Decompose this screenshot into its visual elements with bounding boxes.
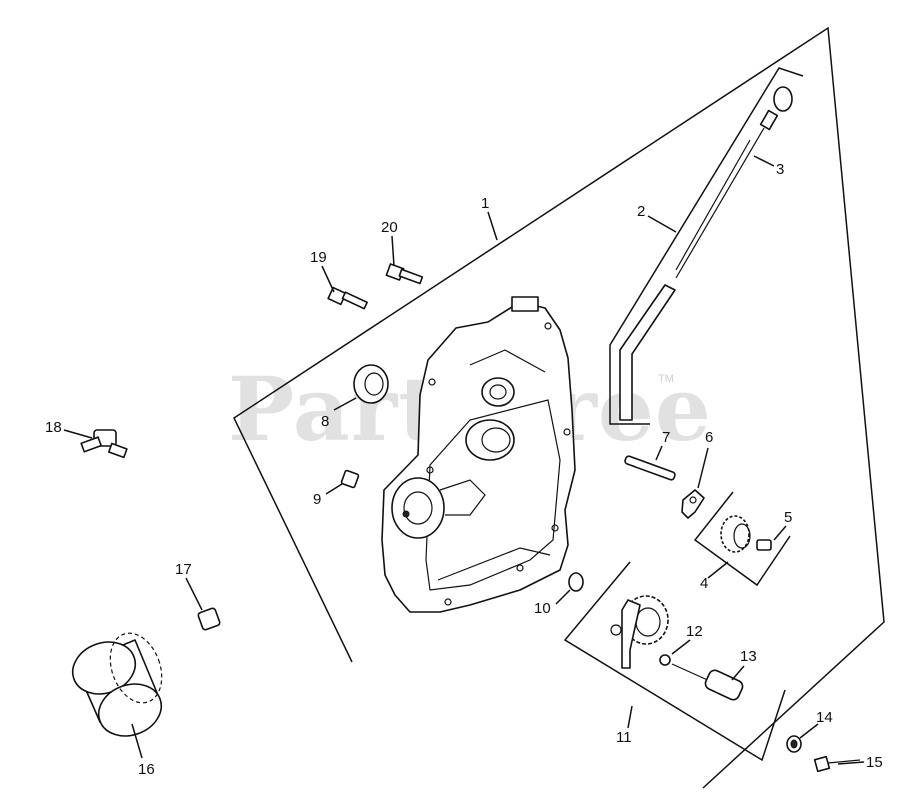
gear xyxy=(720,515,751,553)
oil-filter xyxy=(71,632,163,737)
bracket-6 xyxy=(681,489,705,519)
elbow-fitting xyxy=(80,429,128,459)
oil-pump xyxy=(610,595,669,669)
callout-9: 9 xyxy=(313,491,321,508)
callout-13: 13 xyxy=(740,648,757,665)
callout-17: 17 xyxy=(175,561,192,578)
screw-20 xyxy=(385,263,424,285)
oil-seal xyxy=(353,364,389,404)
callout-18: 18 xyxy=(45,419,62,436)
callout-10: 10 xyxy=(534,600,551,617)
gear-boundary xyxy=(693,491,791,587)
callout-16: 16 xyxy=(138,761,155,778)
callout-11: 11 xyxy=(616,729,632,746)
assembly-boundary xyxy=(233,26,885,789)
callout-19: 19 xyxy=(310,249,327,266)
dipstick xyxy=(675,86,793,279)
screw-15 xyxy=(813,755,861,773)
watermark-trademark: TM xyxy=(658,373,674,385)
callout-1: 1 xyxy=(481,195,489,212)
washer-14 xyxy=(786,735,802,753)
pin xyxy=(624,455,676,481)
dipstick-tube xyxy=(619,139,751,421)
dipstick-boundary xyxy=(609,67,804,425)
pump-rotor xyxy=(671,663,744,701)
callout-5: 5 xyxy=(784,509,792,526)
callout-12: 12 xyxy=(686,623,703,640)
callout-20: 20 xyxy=(381,219,398,236)
callout-15: 15 xyxy=(866,754,883,771)
screw-19 xyxy=(327,286,368,310)
oil-pump-boundary xyxy=(563,561,786,762)
callout-14: 14 xyxy=(816,709,833,726)
o-ring xyxy=(568,572,584,592)
gear-shaft xyxy=(756,539,772,551)
leader-lines xyxy=(63,155,865,765)
callout-2: 2 xyxy=(637,203,645,220)
callout-7: 7 xyxy=(662,429,670,446)
callout-6: 6 xyxy=(705,429,713,446)
plug-17 xyxy=(197,607,221,631)
crankcase-cover xyxy=(381,296,576,613)
callout-4: 4 xyxy=(700,575,708,592)
callout-8: 8 xyxy=(321,413,329,430)
callout-3: 3 xyxy=(776,161,784,178)
plug-9 xyxy=(340,469,360,489)
o-ring-12 xyxy=(659,654,671,666)
